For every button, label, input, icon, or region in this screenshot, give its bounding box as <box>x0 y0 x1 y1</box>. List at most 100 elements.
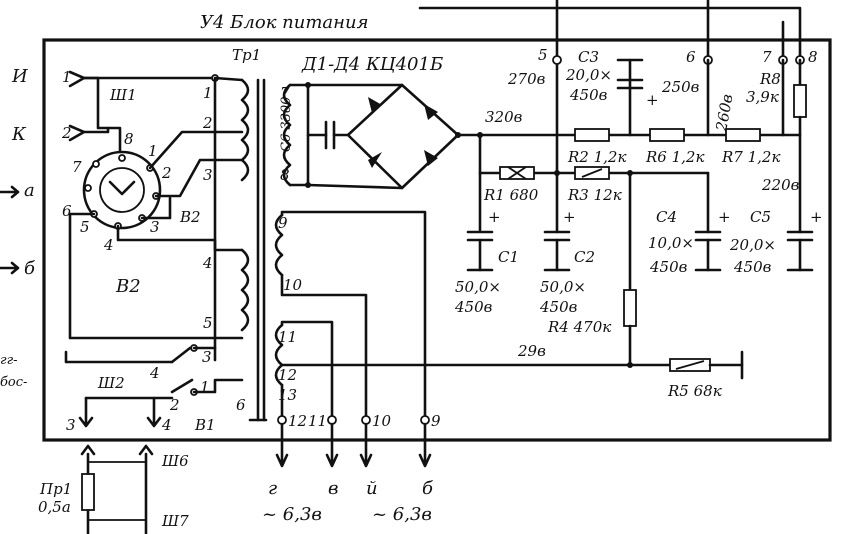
wire <box>148 130 244 170</box>
connector-w7-label: Ш7 <box>161 512 189 530</box>
terminal-label: 4 <box>161 416 172 434</box>
rectifier-label: Д1-Д4 КЦ401Б <box>301 54 443 75</box>
polarity: + <box>646 91 659 109</box>
output-label: й <box>366 478 378 499</box>
output-label: б <box>422 478 434 499</box>
secondary-heater-1 <box>274 213 284 277</box>
fuse-pr1-value: 0,5а <box>38 498 71 516</box>
resistor-r5-label: R5 68к <box>667 382 722 400</box>
terminal-label: 5 <box>80 218 90 236</box>
voltage-label: 320в <box>485 108 523 126</box>
wire <box>82 126 110 134</box>
connector-w2-label: Ш2 <box>97 374 125 392</box>
output-arrow <box>275 422 289 468</box>
selector-pin <box>92 160 100 168</box>
unit-title: У4 Блок питания <box>200 12 369 33</box>
junction <box>477 132 483 138</box>
terminal-label: 1 <box>148 142 158 160</box>
voltage-selector[interactable] <box>82 150 162 230</box>
resistor-r4 <box>623 289 637 327</box>
winding-tap: 8 <box>280 166 290 184</box>
switch-b1-label: В1 <box>194 416 216 434</box>
terminal-label: 3 <box>202 348 212 366</box>
output-arrow <box>418 422 432 468</box>
unit-frame <box>42 38 832 442</box>
terminal-label: 10 <box>372 412 392 430</box>
ac-voltage-label: ~ 6,3в <box>262 504 322 525</box>
polarity: + <box>563 208 576 226</box>
secondary-heater-2 <box>274 323 284 387</box>
plug-pin <box>68 70 86 88</box>
resistor-r2-label: R2 1,2к <box>567 148 626 166</box>
plug-pin <box>68 124 86 142</box>
input-label: К <box>11 124 27 145</box>
switch-b1-contact[interactable] <box>170 378 194 394</box>
voltage-label: 270в <box>507 70 546 88</box>
voltage-label: 250в <box>661 78 700 96</box>
winding-tap: 6 <box>236 396 246 414</box>
terminal-label: 11 <box>308 412 327 430</box>
wire <box>116 224 244 252</box>
capacitor-c3-value: 450в <box>569 86 608 104</box>
capacitor-c2-value: 450в <box>539 298 578 316</box>
resistor-r4-label: R4 470к <box>547 318 611 336</box>
terminal-label: 2 <box>61 124 72 142</box>
resistor-r3-label: R3 12к <box>567 186 622 204</box>
cropped-label: бос- <box>0 375 27 390</box>
capacitor-c1-value: 450в <box>454 298 493 316</box>
resistor-r2 <box>574 128 610 142</box>
resistor-r5-mark <box>675 360 705 370</box>
input-label: И <box>11 66 28 87</box>
output-label: в <box>328 478 338 499</box>
winding-tap: 12 <box>278 366 297 384</box>
capacitor-c2-label: C2 <box>574 248 595 266</box>
resistor-r7 <box>725 128 761 142</box>
capacitor-c1-value: 50,0× <box>455 278 501 296</box>
transformer-label: Тр1 <box>232 46 261 64</box>
fuse-pr1-label: Пр1 <box>39 480 72 498</box>
output-arrow <box>325 422 339 468</box>
capacitor-c4-value: 450в <box>649 258 688 276</box>
winding-tap: 11 <box>278 328 297 346</box>
wire <box>280 320 334 422</box>
connector-w1-label: Ш1 <box>109 86 137 104</box>
winding-tap: 3 <box>203 166 213 184</box>
terminal-label: 6 <box>686 48 696 66</box>
resistor-r3-mark <box>581 168 603 178</box>
selector-pin <box>118 154 126 162</box>
terminal-label: 1 <box>62 68 72 86</box>
selector-contact <box>108 180 136 196</box>
fuse-pr1 <box>81 473 95 511</box>
winding-tap: 2 <box>202 114 213 132</box>
terminal-label: 8 <box>124 130 134 148</box>
terminal-label: 4 <box>103 236 114 254</box>
winding-tap: 9 <box>278 214 288 232</box>
wire <box>418 6 802 62</box>
transformer-primary-lower <box>240 248 250 332</box>
winding-tap: 10 <box>283 276 303 294</box>
selector-pin <box>84 184 92 192</box>
terminal-label: 9 <box>431 412 441 430</box>
terminal-label: 6 <box>62 202 72 220</box>
resistor-r8-label: R8 <box>759 70 781 88</box>
arrow <box>0 261 20 275</box>
voltage-label: 29в <box>517 342 546 360</box>
capacitor-c2-value: 50,0× <box>540 278 586 296</box>
bridge-right <box>400 83 460 190</box>
terminal-label: 2 <box>161 164 172 182</box>
diode-d4 <box>424 150 438 166</box>
switch-b1-contact[interactable] <box>170 346 192 364</box>
resistor-r8 <box>793 84 807 118</box>
wire <box>64 350 174 364</box>
terminal-label: 7 <box>72 158 82 176</box>
capacitor-c3-label: C3 <box>578 48 599 66</box>
voltage-label: 220в <box>761 176 800 194</box>
wire <box>280 273 368 422</box>
wire <box>154 158 244 198</box>
connector-pin <box>78 396 94 428</box>
terminal-label: 12 <box>288 412 307 430</box>
secondary-hv <box>282 83 292 187</box>
polarity: + <box>810 208 823 226</box>
terminal-label: 3 <box>66 416 76 434</box>
